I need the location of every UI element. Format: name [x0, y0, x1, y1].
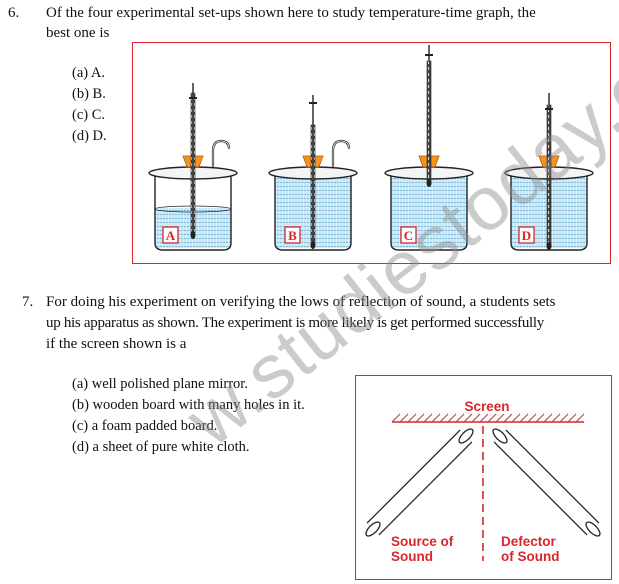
setup-a — [148, 83, 238, 251]
q6-option-a[interactable]: (a) A. — [72, 65, 106, 81]
q6-text-line2: best one is — [46, 25, 110, 41]
screen-label: Screen — [464, 399, 509, 414]
setup-label-d: D — [522, 228, 531, 243]
q6-text-line1: Of the four experimental set-ups shown h… — [46, 5, 536, 21]
source-label-line1: Source of — [391, 534, 454, 549]
q7-option-c[interactable]: (c) a foam padded board. — [72, 418, 218, 434]
q7-reflection-figure: Screen — [355, 375, 612, 580]
q7-option-a[interactable]: (a) well polished plane mirror. — [72, 376, 248, 392]
detector-tube — [492, 428, 601, 537]
q6-setups-diagram: A B C D — [148, 45, 594, 251]
setup-c — [384, 45, 474, 251]
setup-label-b: B — [288, 228, 297, 243]
detector-label-line1: Defector — [501, 534, 557, 549]
q7-option-b[interactable]: (b) wooden board with many holes in it. — [72, 397, 305, 413]
setup-d — [504, 93, 594, 251]
setup-b — [268, 95, 358, 251]
q7-text-line1: For doing his experiment on verifying th… — [46, 294, 556, 310]
q7-text-line3: if the screen shown is a — [46, 336, 187, 352]
setup-label-a: A — [166, 228, 176, 243]
source-tube — [365, 428, 474, 537]
detector-label-line2: of Sound — [501, 549, 559, 564]
q7-text-line2: up his apparatus as shown. The experimen… — [46, 315, 544, 331]
q7-reflection-diagram: Screen — [365, 399, 601, 564]
setup-label-c: C — [404, 228, 413, 243]
q6-number: 6. — [8, 5, 20, 21]
source-label-line2: Sound — [391, 549, 433, 564]
q6-option-c[interactable]: (c) C. — [72, 107, 106, 123]
q6-option-b[interactable]: (b) B. — [72, 86, 106, 102]
q7-option-d[interactable]: (d) a sheet of pure white cloth. — [72, 439, 250, 455]
q6-option-d[interactable]: (d) D. — [72, 128, 107, 144]
q6-setups-figure: A B C D — [132, 42, 611, 264]
q7-number: 7. — [22, 294, 34, 310]
